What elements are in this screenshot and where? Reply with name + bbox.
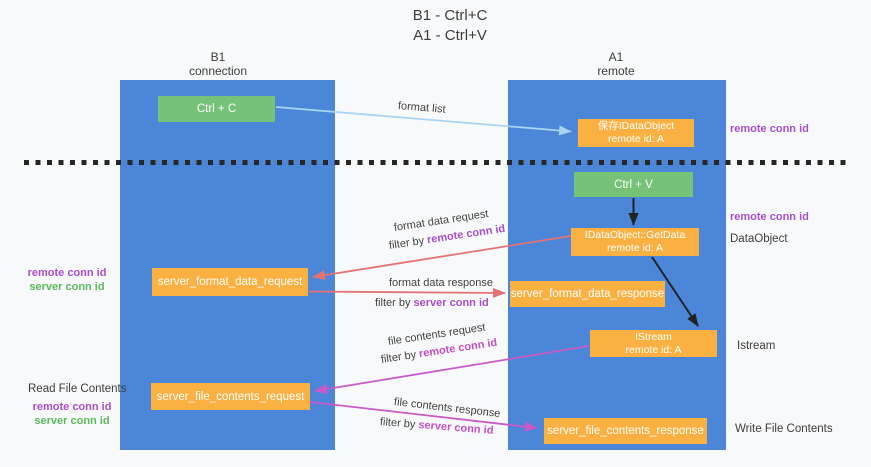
format-data-response-label: format data response [389,277,493,289]
server-file-contents-request-label: server_file_contents_request [156,390,305,403]
istream-node: IStream remote id: A [590,330,717,357]
format-data-response-arrow [308,287,506,298]
ctrl-c-node: Ctrl + C [158,96,275,122]
read-file-contents-annotation: Read File Contents [28,383,127,395]
ctrl-v-label: Ctrl + V [614,178,653,191]
title-line-2: A1 - Ctrl+V [413,27,487,44]
lifeline-a1-name: A1 [608,50,624,64]
remote-conn-id-annotation-left2: remote conn id [32,401,112,413]
file-contents-response-arrow [309,401,538,432]
format-list-arrow [275,106,572,136]
server-file-contents-response-label: server_file_contents_response [547,425,704,437]
getdata-line2: remote id: A [606,242,664,254]
left-conn-id-group-format: remote conn id server conn id [17,266,117,294]
getdata-line1: IDataObject::GetData [584,229,686,241]
lifeline-a1-role: remote [597,64,635,78]
format-data-request-arrow [312,235,572,281]
file-contents-request-arrow [314,345,590,394]
istream-annotation: Istream [737,340,776,352]
save-idataobject-line1: 保存IDataObject [597,120,675,132]
title-line-1: B1 - Ctrl+C [412,7,488,24]
save-idataobject-line2: remote id: A [607,133,665,145]
server-format-data-response-node: server_format_data_response [510,281,665,307]
server-format-data-request-label: server_format_data_request [157,276,303,288]
server-format-data-request-node: server_format_data_request [152,268,308,296]
remote-conn-id-annotation-top: remote conn id [730,123,809,135]
save-idataobject-node: 保存IDataObject remote id: A [578,119,694,147]
left-conn-id-group-file: remote conn id server conn id [22,400,122,428]
istream-line2: remote id: A [625,343,682,356]
getdata-to-istream-arrow [651,256,699,327]
server-format-data-response-label: server_format_data_response [510,288,665,300]
server-conn-id-annotation-left: server conn id [29,281,105,293]
server-file-contents-request-node: server_file_contents_request [151,383,310,410]
filter-by-text: filter by [375,297,411,309]
idataobject-getdata-node: IDataObject::GetData remote id: A [571,228,699,256]
remote-conn-id-annotation-left: remote conn id [27,267,107,279]
lifeline-header-b1: B1 connection [168,50,268,78]
lifeline-b1-role: connection [188,64,248,78]
diagram-title: B1 - Ctrl+C A1 - Ctrl+V [300,6,600,46]
ctrl-c-label: Ctrl + C [196,103,237,115]
lifeline-b1-name: B1 [210,50,226,64]
ctrl-v-node: Ctrl + V [574,172,693,197]
istream-line1: IStream [635,330,672,343]
server-conn-id-text: server conn id [413,297,489,309]
server-file-contents-response-node: server_file_contents_response [544,418,707,444]
server-conn-id-annotation-left2: server conn id [34,415,110,427]
lifeline-header-a1: A1 remote [566,50,666,78]
filter-server-conn-id-format-label: filter by server conn id [375,297,489,309]
write-file-contents-annotation: Write File Contents [735,423,833,435]
remote-conn-id-annotation-mid: remote conn id [730,211,809,223]
dataobject-annotation: DataObject [730,233,788,245]
